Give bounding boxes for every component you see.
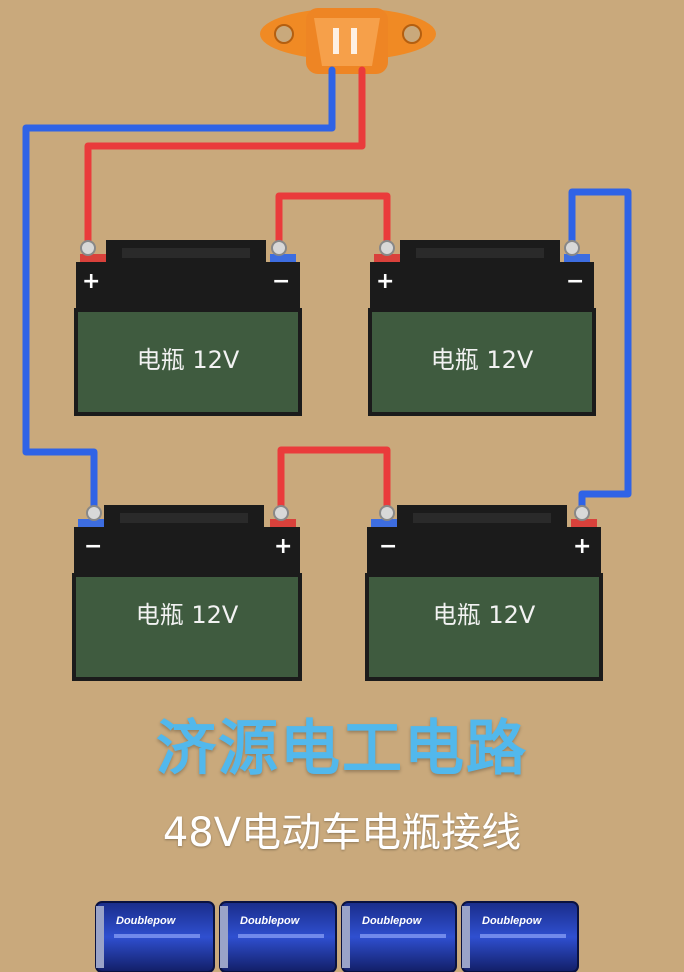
negative-terminal-label: − [272, 269, 290, 294]
main-positive-wire [84, 66, 366, 251]
battery-2: + − 电瓶 12V [368, 240, 596, 416]
battery-label: 电瓶 12V [431, 346, 534, 374]
cell-brand-label: Doublepow [240, 915, 301, 927]
page-subtitle: 48V电动车电瓶接线 [162, 810, 522, 856]
negative-terminal-label: − [379, 534, 397, 559]
positive-terminal-label: + [376, 269, 394, 294]
link-wire-top [275, 192, 391, 251]
negative-terminal-label: − [84, 534, 102, 559]
battery-3: − + 电瓶 12V [72, 505, 302, 681]
positive-terminal-label: + [274, 534, 292, 559]
page-title: 济源电工电路 [156, 714, 528, 784]
battery-label: 电瓶 12V [136, 601, 239, 629]
cell-brand-label: Doublepow [362, 915, 423, 927]
positive-terminal-label: + [82, 269, 100, 294]
cell-brand-label: Doublepow [482, 915, 543, 927]
battery-label: 电瓶 12V [433, 601, 536, 629]
link-wire-right [568, 188, 632, 516]
cell-3: Doublepow [341, 901, 457, 972]
main-negative-wire [22, 66, 336, 516]
cell-4: Doublepow [461, 901, 579, 972]
charger-connector [260, 8, 436, 74]
cell-row: Doublepow Doublepow Doublepow Doublepow [95, 901, 579, 972]
cell-2: Doublepow [219, 901, 337, 972]
cell-brand-label: Doublepow [116, 915, 177, 927]
link-wire-bottom [277, 446, 391, 516]
battery-1: + − 电瓶 12V [74, 240, 302, 416]
battery-4: − + 电瓶 12V [365, 505, 603, 681]
cell-1: Doublepow [95, 901, 215, 972]
negative-terminal-label: − [566, 269, 584, 294]
battery-label: 电瓶 12V [137, 346, 240, 374]
positive-terminal-label: + [573, 534, 591, 559]
